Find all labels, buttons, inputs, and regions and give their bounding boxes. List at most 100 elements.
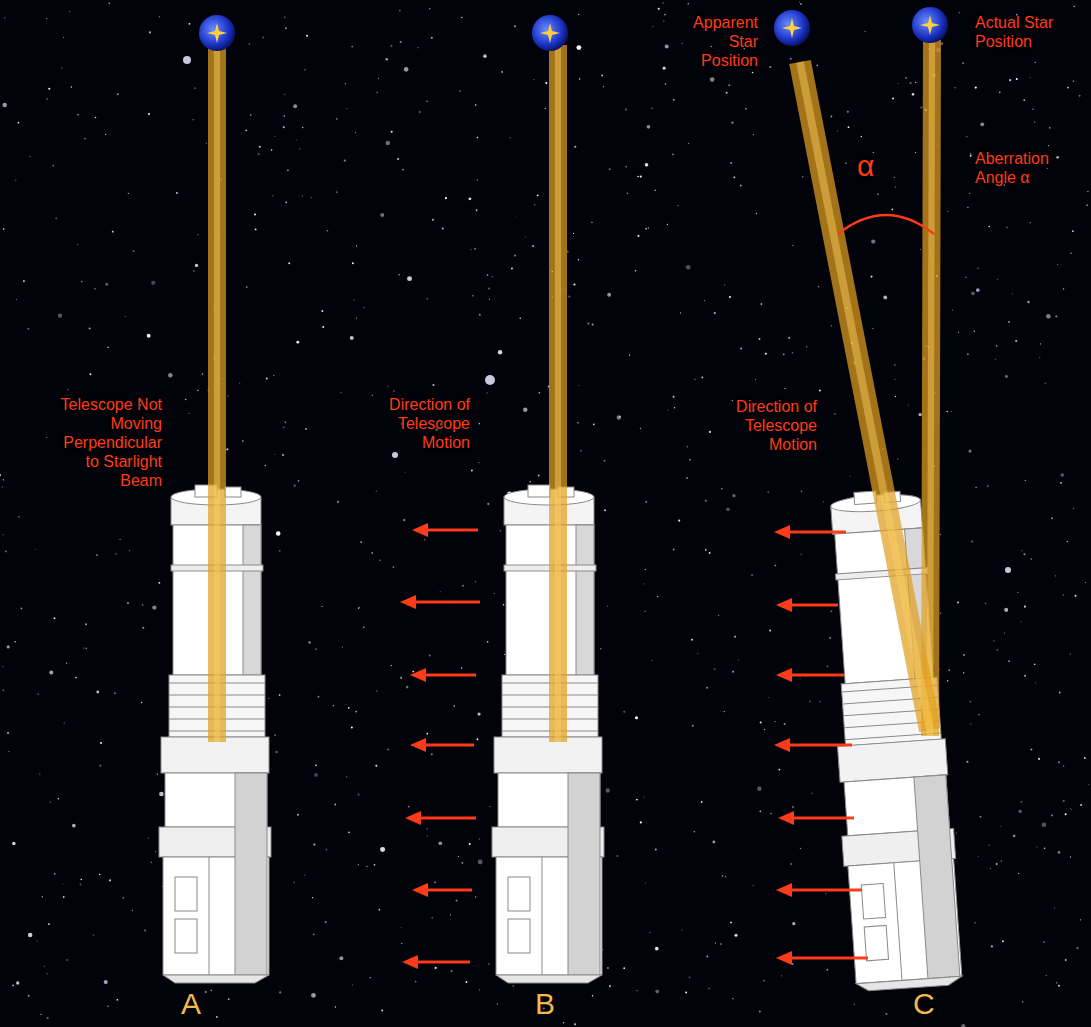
star-dot xyxy=(401,943,403,945)
star-dot xyxy=(274,734,275,735)
star-dot xyxy=(148,838,149,839)
star-dot xyxy=(918,413,921,416)
star-dot xyxy=(1004,632,1005,633)
starlight-beams xyxy=(217,40,932,742)
star-dot xyxy=(976,288,980,292)
star-dot xyxy=(721,488,722,489)
star-dot xyxy=(497,1003,498,1004)
star-dot xyxy=(461,667,462,668)
star-dot xyxy=(768,697,769,698)
star-dot xyxy=(665,45,669,49)
star-dot xyxy=(783,353,785,355)
star-dot xyxy=(915,152,916,153)
telescope-base xyxy=(163,975,269,983)
star-dot xyxy=(3,228,5,230)
star-dot xyxy=(647,125,651,129)
star-dot xyxy=(403,519,405,521)
star-dot xyxy=(344,160,346,162)
star-dot xyxy=(643,796,644,797)
star-dot xyxy=(1067,541,1068,542)
star-dot xyxy=(15,180,16,181)
star-dot xyxy=(406,686,409,689)
star-dot xyxy=(66,663,68,665)
star-dot xyxy=(374,864,376,866)
star-dot xyxy=(688,3,689,4)
star-dot xyxy=(774,721,775,722)
star-dot xyxy=(990,868,991,869)
star-dot xyxy=(487,503,489,505)
star-dot xyxy=(211,989,213,991)
star-dot xyxy=(334,804,336,806)
star-dot xyxy=(674,407,675,408)
star-dot xyxy=(340,392,342,394)
star-dot xyxy=(380,847,385,852)
star-dot xyxy=(627,192,628,193)
star-dot xyxy=(40,1014,41,1015)
star-dot xyxy=(732,671,734,673)
star-dot xyxy=(193,119,194,120)
star-dot xyxy=(966,136,968,138)
star-dot xyxy=(948,669,950,671)
star-dot xyxy=(996,345,998,347)
star-dot xyxy=(678,520,680,522)
star-dot xyxy=(609,985,611,987)
motion-arrow-shaft xyxy=(412,961,470,964)
star-dot xyxy=(792,963,794,965)
star-dot xyxy=(246,286,248,288)
star-dot xyxy=(689,459,691,461)
star-dot xyxy=(109,879,111,881)
star-dot xyxy=(764,729,765,730)
star-dot xyxy=(971,540,973,542)
star-dot xyxy=(1000,826,1001,827)
star-dot xyxy=(667,224,668,225)
star-dot xyxy=(1048,145,1049,146)
star-dot xyxy=(442,227,444,229)
star-dot xyxy=(117,93,119,95)
telescope-part xyxy=(508,877,530,911)
star-dot xyxy=(3,479,4,480)
star-dot xyxy=(651,107,653,109)
star-dot xyxy=(308,641,311,644)
star-dot xyxy=(489,299,490,300)
star-dot xyxy=(897,83,898,84)
star-dot xyxy=(745,108,747,110)
star-sphere xyxy=(199,15,235,51)
motion-arrow-shaft xyxy=(420,744,474,747)
star-dot xyxy=(450,914,451,915)
star-dot xyxy=(734,636,736,638)
star-dot xyxy=(512,985,514,987)
star-dot xyxy=(799,678,800,679)
starlight-beam-core xyxy=(214,45,220,742)
star-dot xyxy=(792,245,793,246)
telescope-part xyxy=(836,568,928,580)
star-dot xyxy=(768,492,769,493)
star-dot xyxy=(1073,6,1074,7)
motion-arrow-head xyxy=(412,523,428,537)
star-dot xyxy=(262,37,264,39)
motion-arrow-head xyxy=(405,811,421,825)
star-dot xyxy=(426,733,428,735)
star-sphere xyxy=(774,10,810,46)
telescope-part xyxy=(175,877,197,911)
star-dot xyxy=(714,668,716,670)
star-dot xyxy=(133,250,135,252)
star-sparkle xyxy=(920,15,940,35)
star-dot xyxy=(401,927,402,928)
star-dot xyxy=(655,947,659,951)
star-dot xyxy=(427,835,428,836)
star-dot xyxy=(333,705,335,707)
star-dot xyxy=(302,127,303,128)
star-dot xyxy=(864,31,865,32)
star-dot xyxy=(265,465,266,466)
star-dot xyxy=(453,705,455,707)
star-dot xyxy=(48,923,50,925)
star-dot xyxy=(342,647,343,648)
star-dot xyxy=(673,396,675,398)
star-dot xyxy=(285,27,287,29)
star-dot xyxy=(228,998,230,1000)
star-dot xyxy=(1017,592,1018,593)
star-dot xyxy=(83,647,84,648)
star-dot xyxy=(800,848,801,849)
motion-label: Direction of Telescope Motion xyxy=(386,396,470,453)
